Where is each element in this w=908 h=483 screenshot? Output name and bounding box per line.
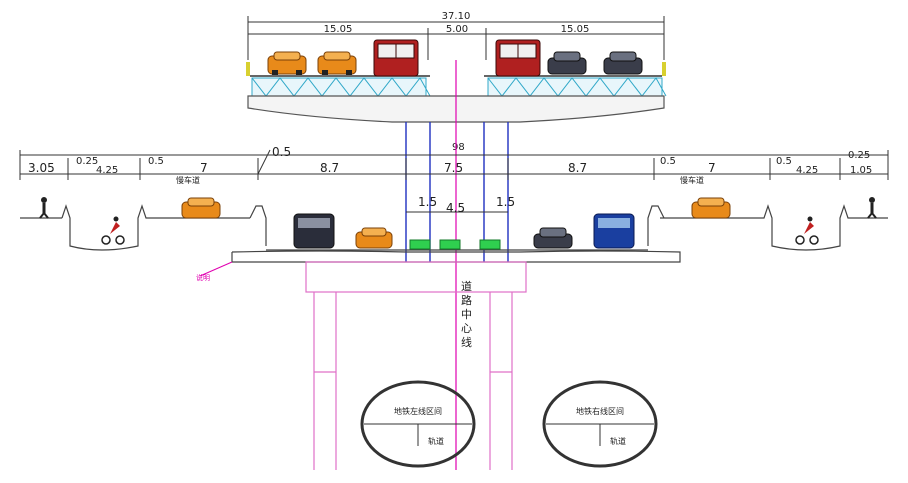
dim-right-3: 4.25 [796,165,818,176]
bus-icon [593,213,635,249]
dim-center-3: 8.7 [568,161,587,175]
right-lane-label: 慢车道 [680,175,704,185]
car-icon [691,197,731,219]
upper-left-width: 15.05 [324,24,353,35]
pier-offset-right: 1.5 [496,195,515,209]
bus-icon [293,213,335,249]
pedestrian-icons [39,197,877,245]
upper-left-barrier [246,62,250,76]
dim-left-3: 0.5 [148,156,164,167]
car-icon [181,197,221,219]
tunnel-left-sub: 轨道 [428,436,444,446]
dim-center-0: 0.5 [272,145,291,159]
upper-median-width: 5.00 [446,24,468,35]
dim-left-4: 7 [200,161,208,175]
svg-text:中: 中 [461,308,472,321]
dim-left-2: 4.25 [96,165,118,176]
tunnel-right: 地铁右线区间 轨道 [542,380,658,468]
car-icon [267,51,307,75]
dim-right-1: 7 [708,161,716,175]
pier-offset-center: 4.5 [446,201,465,215]
pier-columns [405,122,509,262]
pedestrian-icon [867,197,877,219]
car-icon [547,51,587,75]
ground-vehicles [181,197,731,249]
ground-dimension-lines [19,149,889,180]
svg-text:心: 心 [461,322,472,335]
car-icon [533,227,573,249]
upper-total-width: 37.10 [442,11,471,22]
dim-left-1: 0.25 [76,156,98,167]
tunnel-right-label: 地铁右线区间 [576,406,624,416]
dim-center-2: 7.5 [444,161,463,175]
magenta-tag: 说明 [196,273,210,282]
upper-right-width: 15.05 [561,24,590,35]
svg-text:路: 路 [461,294,472,307]
car-icon [355,227,393,249]
cyclist-icon [101,216,125,245]
upper-dimension-lines [247,16,665,60]
dim-right-5: 1.05 [850,165,872,176]
dim-center-1: 8.7 [320,161,339,175]
upper-right-barrier [662,62,666,76]
svg-text:道: 道 [461,279,472,293]
car-icon [603,51,643,75]
bus-icon [373,39,419,77]
svg-text:线: 线 [461,335,472,349]
tunnel-right-sub: 轨道 [610,436,626,446]
median-planters [409,239,501,250]
magenta-leader [199,261,233,277]
pedestrian-icon [39,197,49,219]
dim-right-0: 0.5 [660,156,676,167]
dim-right-4: 0.25 [848,150,870,161]
center-line-label: 道 路 中 心 线 [461,279,472,349]
cyclist-icon [795,216,819,245]
foundation [305,261,527,470]
bus-icon [495,39,541,77]
dim-right-2: 0.5 [776,156,792,167]
upper-vehicles [267,39,643,77]
left-lane-label: 慢车道 [176,175,200,185]
tunnel-left-label: 地铁左线区间 [394,406,442,416]
column-mark: 98 [452,142,465,153]
car-icon [317,51,357,75]
pier-offset-left: 1.5 [418,195,437,209]
upper-deck [246,62,667,123]
dim-left-0: 3.05 [28,161,55,175]
tunnel-left: 地铁左线区间 轨道 [360,380,476,468]
